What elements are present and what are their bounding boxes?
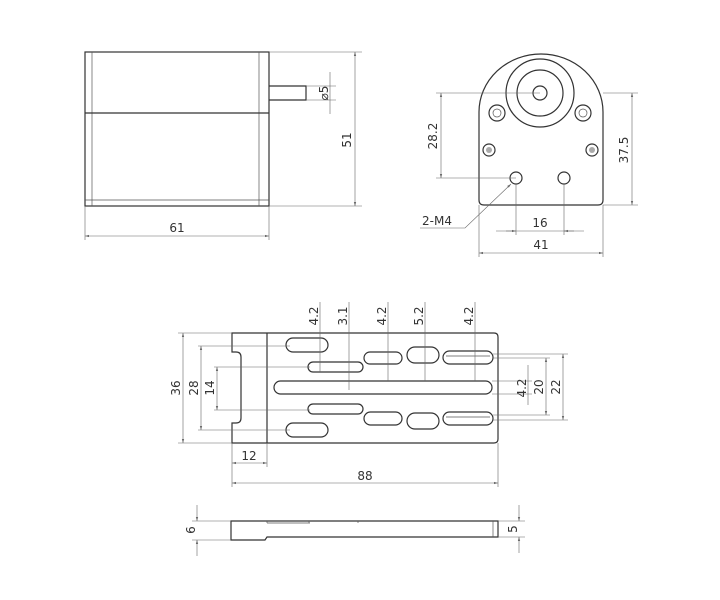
hole-spacing-label: 16: [532, 216, 547, 230]
bracket-side-view: 6 5: [184, 505, 525, 556]
bracket-top-view: 36 28 14 12 88 4.2 3.1 4.2 5.2 4.2 22 20: [169, 302, 568, 487]
motor-width-label: 61: [169, 221, 184, 235]
slot-width-label-4: 5.2: [412, 306, 426, 325]
gearbox-height-label: 37.5: [617, 137, 631, 164]
side-thickness-left-label: 6: [184, 526, 198, 534]
slot-width-label-1: 4.2: [307, 306, 321, 325]
gearbox-width-label: 41: [533, 238, 548, 252]
bracket-length-label: 88: [357, 469, 372, 483]
right-dim-20-label: 20: [532, 379, 546, 394]
slot-width-label-3: 4.2: [375, 306, 389, 325]
side-thickness-right-label: 5: [506, 525, 520, 533]
gearbox-front-view: 28.2 37.5 16 41 2-M4: [420, 53, 638, 257]
bracket-height-label: 36: [169, 380, 183, 395]
slot-width-label-5: 4.2: [462, 306, 476, 325]
notch-height-label: 14: [203, 380, 217, 395]
hole-height-label: 28.2: [426, 123, 440, 150]
shaft-diameter-label: ⌀5: [317, 86, 331, 101]
hole-callout-label: 2-M4: [422, 214, 452, 228]
outer-slot-span-label: 28: [187, 380, 201, 395]
slot-width-label-2: 3.1: [336, 306, 350, 325]
motor-height-label: 51: [340, 132, 354, 147]
notch-depth-label: 12: [241, 449, 256, 463]
right-dim-22-label: 22: [549, 379, 563, 394]
motor-side-view: 51 ⌀5 61: [84, 51, 362, 240]
right-dim-4-2-label: 4.2: [515, 378, 529, 397]
